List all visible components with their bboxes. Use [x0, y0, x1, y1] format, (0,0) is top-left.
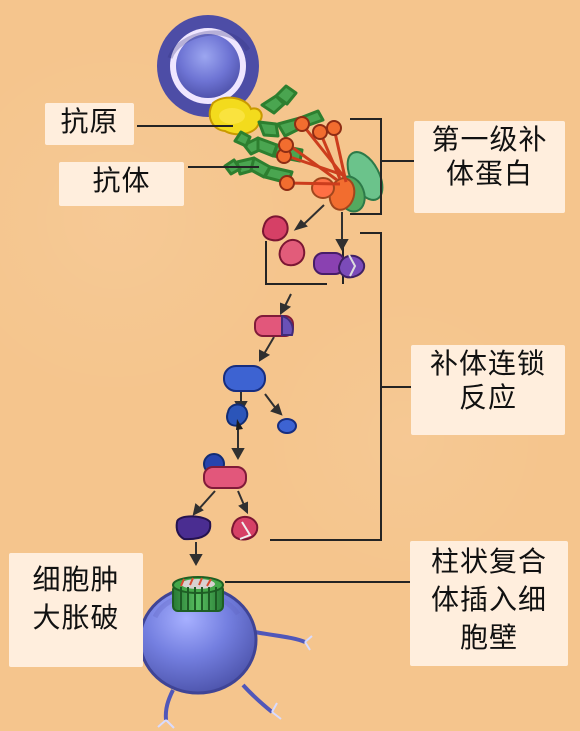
swollen-cell	[90, 576, 313, 729]
cell-swelling-label: 细胞肿 大胀破	[9, 553, 143, 667]
first-complement-protein-label: 第一级补 体蛋白	[414, 121, 565, 213]
complement-cascade-label: 补体连锁 反应	[411, 345, 565, 435]
pore-insertion-label: 柱状复合 体插入细 胞壁	[410, 541, 568, 666]
cascade-proteins	[175, 215, 366, 541]
antibody-label: 抗体	[59, 162, 184, 206]
target-cell	[157, 15, 259, 117]
cascade-arrows	[189, 204, 349, 567]
antigen-shape	[208, 96, 263, 136]
callout-lines	[137, 118, 414, 583]
antigen-label: 抗原	[45, 103, 134, 145]
antibody-complex	[223, 84, 325, 185]
first-complement-protein	[276, 116, 384, 213]
